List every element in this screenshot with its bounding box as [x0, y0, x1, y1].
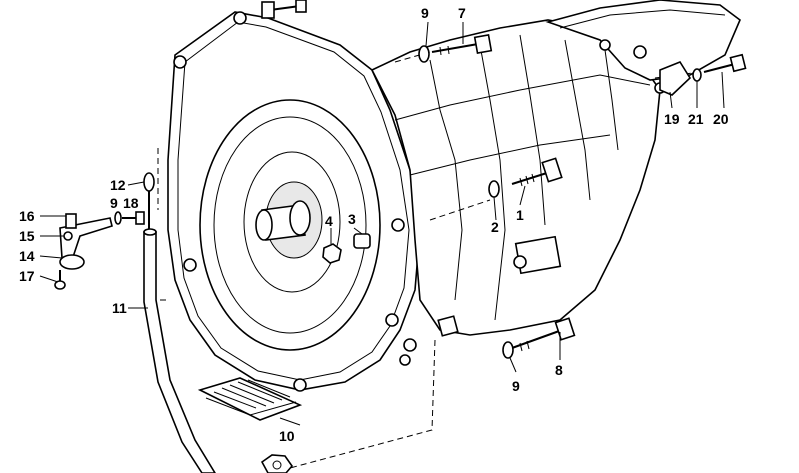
- callout-1: 1: [516, 207, 524, 223]
- part-19-bracket: [659, 61, 692, 96]
- torque-converter: [199, 99, 381, 351]
- tube-fitting-nut: [260, 454, 294, 473]
- part-16-plate: [65, 213, 77, 229]
- transmission-case: [370, 19, 661, 336]
- callout-16: 16: [19, 208, 35, 224]
- callout-7: 7: [458, 5, 466, 21]
- callout-10: 10: [279, 428, 295, 444]
- housing-top-bolt: [261, 0, 307, 19]
- callout-12: 12: [110, 177, 126, 193]
- part-4-nut: [322, 243, 342, 264]
- callout-3: 3: [348, 211, 356, 227]
- part-9-washer-left: [114, 211, 122, 225]
- alignment-line-bolt-1: [429, 199, 491, 221]
- part-21-washer: [692, 68, 702, 82]
- callout-18: 18: [123, 195, 139, 211]
- callout-15: 15: [19, 228, 35, 244]
- part-10-filter-screen: [197, 377, 303, 421]
- extension-housing: [545, 0, 741, 94]
- part-9-washer-bottom: [502, 341, 514, 359]
- callout-2: 2: [491, 219, 499, 235]
- part-1-bolt: [511, 157, 563, 187]
- part-12-dipstick: [143, 172, 155, 232]
- part-2-washer: [488, 180, 500, 198]
- callout-19: 19: [664, 111, 680, 127]
- callout-17: 17: [19, 268, 35, 284]
- callout-9-top: 9: [421, 5, 429, 21]
- callout-9-left: 9: [110, 195, 118, 211]
- alignment-line-bottom: [289, 339, 436, 469]
- callout-8: 8: [555, 362, 563, 378]
- part-20-bolt: [703, 53, 747, 73]
- part-14-clamp: [59, 254, 85, 270]
- callout-11: 11: [112, 300, 127, 316]
- part-11-dipstick-tube: [143, 228, 216, 473]
- leader-lines: [39, 21, 725, 426]
- part-7-bolt: [431, 33, 493, 56]
- callout-20: 20: [713, 111, 729, 127]
- callout-4: 4: [325, 213, 333, 229]
- drain-plug: [403, 315, 459, 352]
- callout-21: 21: [688, 111, 704, 127]
- callout-9-bottom: 9: [512, 378, 520, 394]
- part-18-bolt: [122, 211, 145, 225]
- part-3-sleeve: [353, 233, 371, 249]
- part-9-washer-top: [418, 45, 430, 63]
- callout-14: 14: [19, 248, 35, 264]
- part-17-screw: [54, 270, 66, 290]
